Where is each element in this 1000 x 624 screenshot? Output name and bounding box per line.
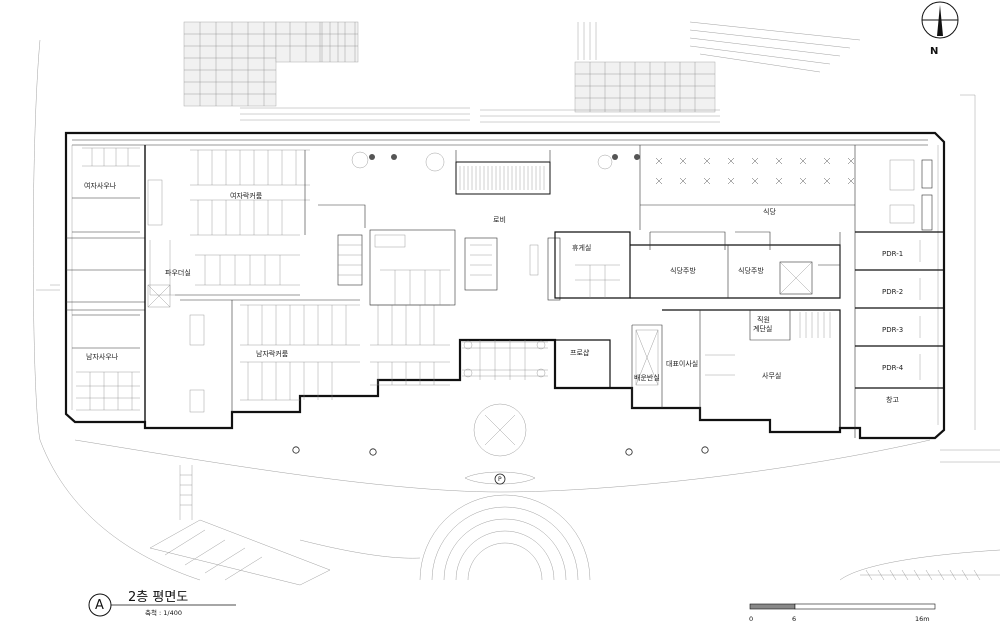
label-pdr1: PDR-1 xyxy=(882,250,903,258)
drawing-scale: 축척 : 1/400 xyxy=(145,608,182,617)
office-block xyxy=(555,309,841,432)
stone-paving-left xyxy=(183,21,470,121)
drawing-marker: A xyxy=(95,598,104,613)
scale-bar: 0 6 16m xyxy=(749,603,936,623)
exterior-columns xyxy=(292,446,709,456)
label-pdr2: PDR-2 xyxy=(882,288,903,296)
label-ceo-office: 대표이사실 xyxy=(666,359,698,368)
north-label: N xyxy=(930,46,938,57)
label-kitchen-1: 식당주방 xyxy=(670,266,696,275)
building-outline xyxy=(64,131,946,440)
label-restaurant: 식당 xyxy=(763,207,776,216)
label-pro-shop: 프로샵 xyxy=(570,348,590,357)
left-zone xyxy=(66,145,175,428)
north-arrow: N xyxy=(921,1,959,57)
label-distribution: 배운반실 xyxy=(634,373,660,382)
drawing-title: 2층 평면도 xyxy=(128,590,188,605)
label-office: 사무실 xyxy=(762,371,781,380)
label-pdr3: PDR-3 xyxy=(882,326,903,334)
stone-paving-right xyxy=(480,21,861,123)
svg-text:P: P xyxy=(498,476,502,483)
label-lobby: 로비 xyxy=(493,215,506,224)
service-core xyxy=(554,231,944,389)
label-storage: 창고 xyxy=(886,396,899,404)
label-mens-sauna: 남자사우나 xyxy=(86,352,119,361)
central-wet-area xyxy=(304,150,456,306)
title-block: A 2층 평면도 축척 : 1/400 xyxy=(88,590,236,617)
label-kitchen-2: 식당주방 xyxy=(738,266,764,275)
label-womens-locker: 여자락커룸 xyxy=(230,191,263,200)
lobby-area xyxy=(351,150,640,380)
locker-benches xyxy=(175,149,450,413)
site-context: P xyxy=(33,21,1000,586)
scale-tick-0: 0 xyxy=(749,615,753,623)
label-pdr4: PDR-4 xyxy=(882,364,904,372)
scale-tick-6: 6 xyxy=(792,615,796,623)
restaurant-seating xyxy=(639,145,933,438)
round-plaza xyxy=(419,494,591,581)
label-mens-locker: 남자락커룸 xyxy=(256,349,289,358)
label-womens-sauna: 여자사우나 xyxy=(84,181,117,190)
label-lounge: 휴게실 xyxy=(572,243,591,252)
label-powder-room: 파우더실 xyxy=(165,268,191,277)
room-labels: 여자사우나 여자락커룸 파우더실 남자사우나 남자락커룸 로비 휴게실 식당주방… xyxy=(84,181,904,404)
walkway xyxy=(149,465,421,586)
scale-tick-16m: 16m xyxy=(915,615,930,623)
